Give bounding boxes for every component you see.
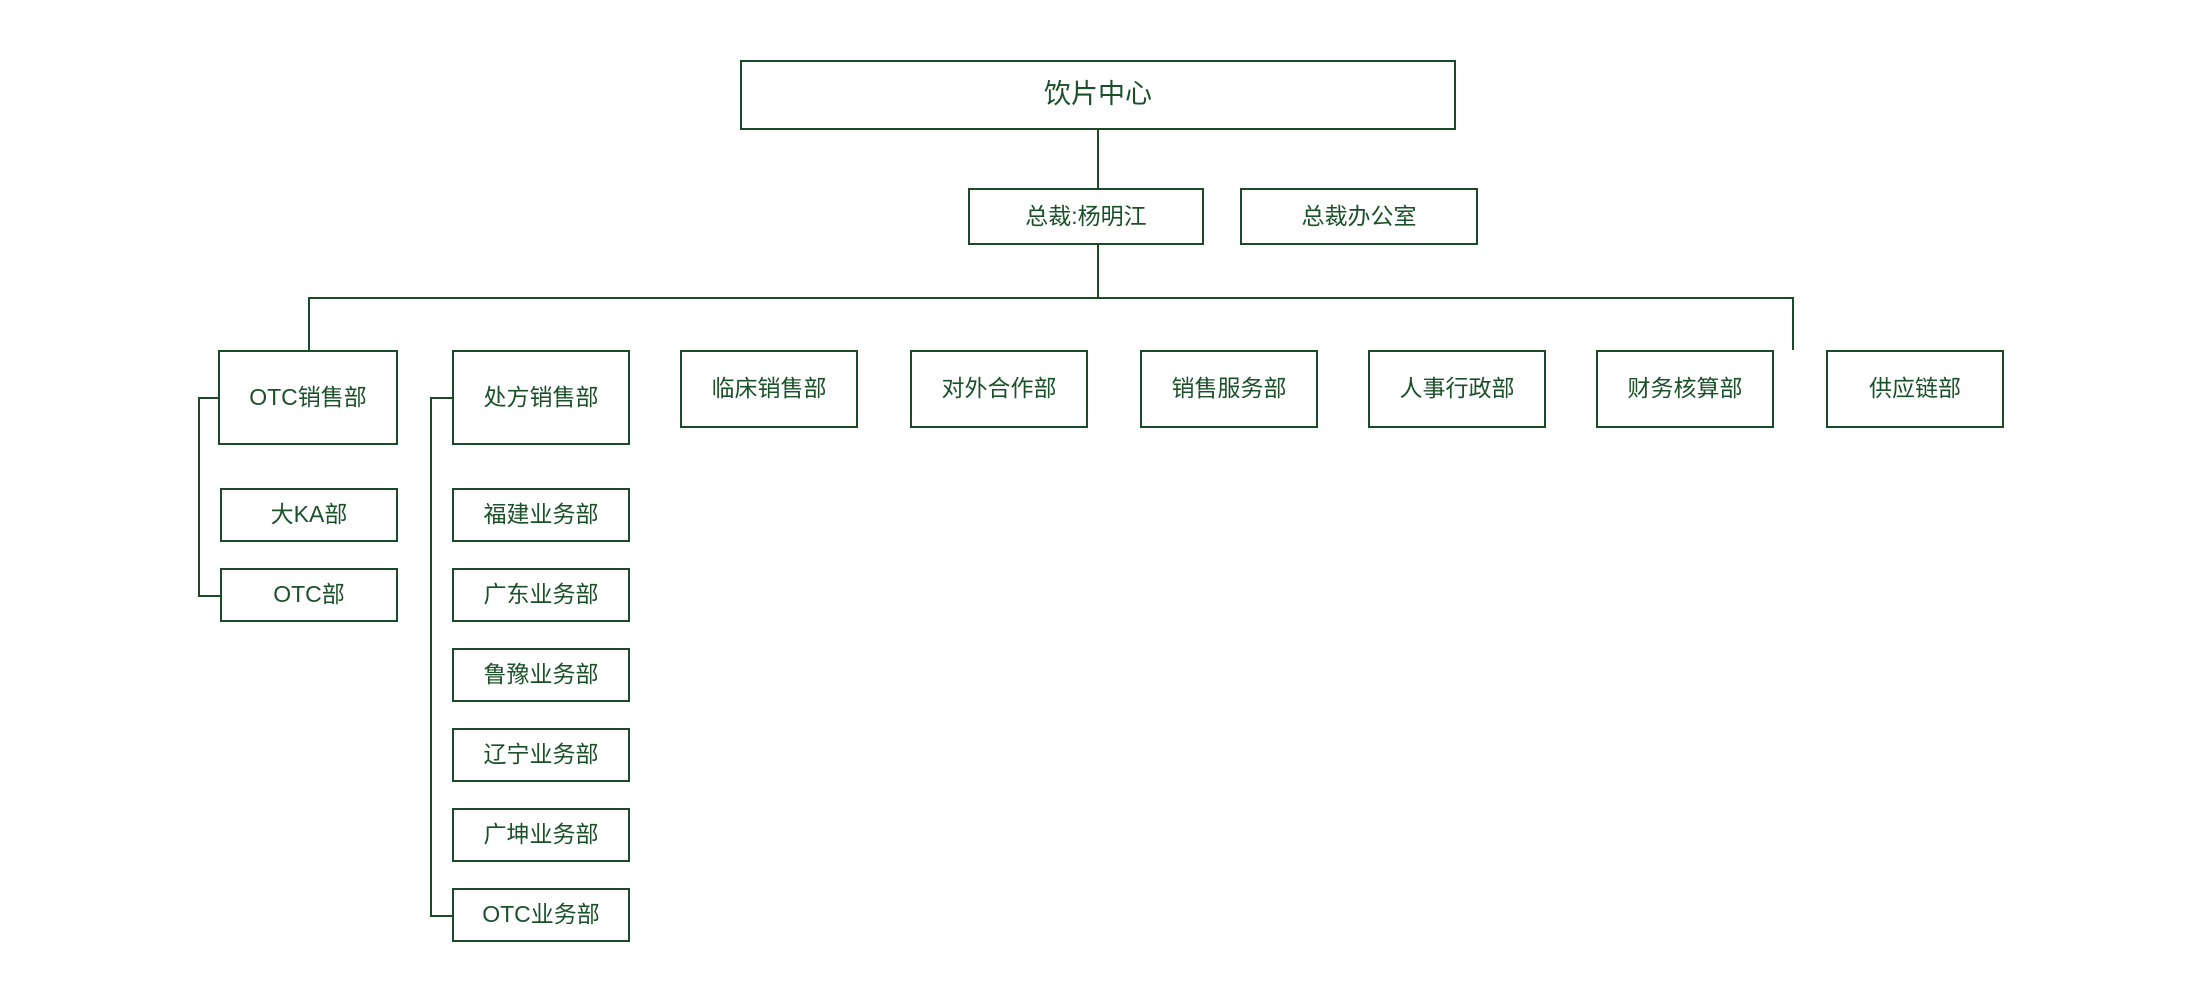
- edge-dept-1-spine: [430, 397, 432, 917]
- node-sub-liaoning[interactable]: 辽宁业务部: [452, 728, 630, 782]
- edge-dept-0-to-last-child: [198, 595, 220, 597]
- node-dept-prescription-sales[interactable]: 处方销售部: [452, 350, 630, 445]
- edge-department-bus: [308, 297, 1794, 299]
- node-president[interactable]: 总裁:杨明江: [968, 188, 1204, 245]
- node-dept-supply-chain[interactable]: 供应链部: [1826, 350, 2004, 428]
- node-root[interactable]: 饮片中心: [740, 60, 1456, 130]
- node-dept-hr-admin[interactable]: 人事行政部: [1368, 350, 1546, 428]
- node-sub-fujian[interactable]: 福建业务部: [452, 488, 630, 542]
- node-sub-otc[interactable]: OTC部: [220, 568, 398, 622]
- node-dept-clinical-sales[interactable]: 临床销售部: [680, 350, 858, 428]
- node-dept-sales-service[interactable]: 销售服务部: [1140, 350, 1318, 428]
- node-sub-guangdong[interactable]: 广东业务部: [452, 568, 630, 622]
- node-dept-finance[interactable]: 财务核算部: [1596, 350, 1774, 428]
- edge-dept-0-spine: [198, 397, 200, 597]
- node-sub-guangkun[interactable]: 广坤业务部: [452, 808, 630, 862]
- edge-dept-0-stub: [198, 397, 220, 399]
- edge-dept-1-to-last-child: [430, 915, 452, 917]
- edge-dept-1-stub: [430, 397, 452, 399]
- edge-president-to-bus: [1097, 245, 1099, 299]
- edge-root-to-president: [1097, 130, 1099, 188]
- node-dept-external-cooperation[interactable]: 对外合作部: [910, 350, 1088, 428]
- node-sub-big-ka[interactable]: 大KA部: [220, 488, 398, 542]
- edge-bus-to-dept-7: [1792, 297, 1794, 350]
- node-president-office[interactable]: 总裁办公室: [1240, 188, 1478, 245]
- node-sub-otc-business[interactable]: OTC业务部: [452, 888, 630, 942]
- node-sub-luyu[interactable]: 鲁豫业务部: [452, 648, 630, 702]
- node-dept-otc-sales[interactable]: OTC销售部: [218, 350, 398, 445]
- edge-bus-to-dept-0: [308, 297, 310, 350]
